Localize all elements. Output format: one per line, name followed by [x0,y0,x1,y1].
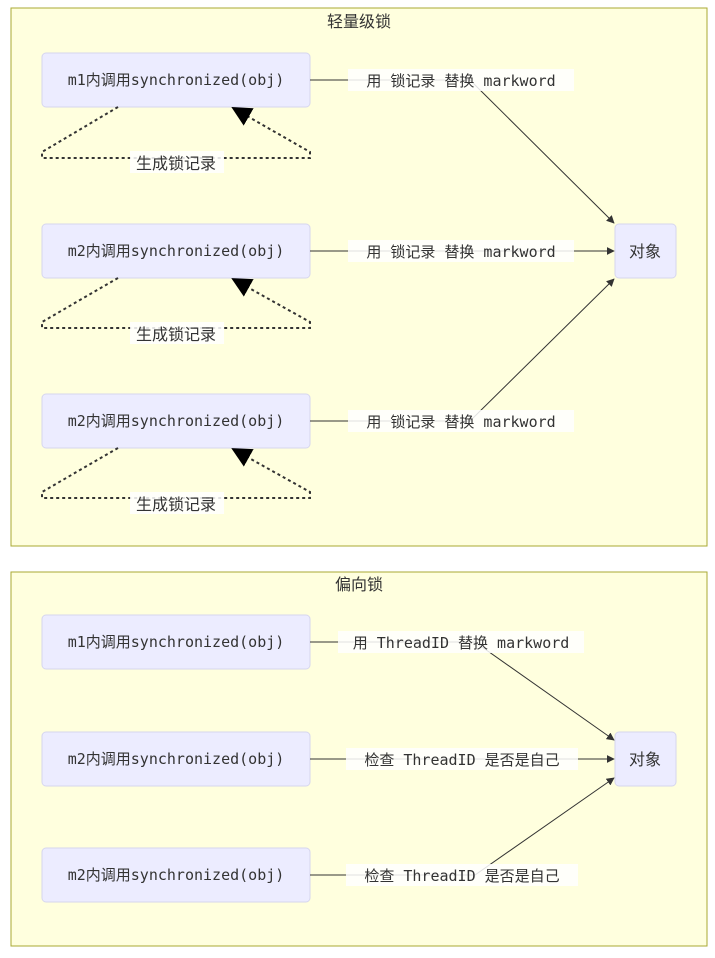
edge-label: 用 锁记录 替换 markword [366,243,555,261]
call-node-label: m2内调用synchronized(obj) [68,750,285,768]
edge-b-1: 用 ThreadID 替换 markword [310,631,615,741]
call-node-lw-3[interactable]: m2内调用synchronized(obj) [41,393,311,449]
call-node-b-3[interactable]: m2内调用synchronized(obj) [41,847,311,903]
call-node-label: m1内调用synchronized(obj) [68,71,285,89]
call-node-label: m2内调用synchronized(obj) [68,866,285,884]
edge-label: 检查 ThreadID 是否是自己 [364,751,559,769]
self-loop-lw-3: 生成锁记录 [41,447,311,514]
object-node-label: 对象 [629,242,661,261]
call-node-label: m1内调用synchronized(obj) [68,633,285,651]
loop-label: 生成锁记录 [136,154,216,173]
call-node-label: m2内调用synchronized(obj) [68,242,285,260]
call-node-b-2[interactable]: m2内调用synchronized(obj) [41,731,311,787]
self-loop-lw-2: 生成锁记录 [41,277,311,344]
edge-lw-3: 用 锁记录 替换 markword [310,278,615,432]
edge-label: 用 ThreadID 替换 markword [353,634,570,652]
self-loop-lw-1: 生成锁记录 [41,106,311,173]
edge-label: 检查 ThreadID 是否是自己 [364,867,559,885]
edge-b-3: 检查 ThreadID 是否是自己 [310,777,615,886]
object-node-lw[interactable]: 对象 [614,223,677,279]
object-node-label: 对象 [629,750,661,769]
edge-label: 用 锁记录 替换 markword [366,413,555,431]
edge-label: 用 锁记录 替换 markword [366,72,555,90]
cluster-biased-lock: 偏向锁 m1内调用synchronized(obj) m2内调用synchron… [10,571,708,947]
cluster-lightweight-title: 轻量级锁 [327,12,391,31]
edge-lw-2: 用 锁记录 替换 markword [310,240,615,262]
loop-label: 生成锁记录 [136,325,216,344]
call-node-label: m2内调用synchronized(obj) [68,412,285,430]
call-node-lw-1[interactable]: m1内调用synchronized(obj) [41,52,311,108]
edge-b-2: 检查 ThreadID 是否是自己 [310,748,615,770]
cluster-biased-title: 偏向锁 [335,575,383,594]
call-node-lw-2[interactable]: m2内调用synchronized(obj) [41,223,311,279]
cluster-lightweight-lock: 轻量级锁 m1内调用synchronized(obj) m2内调用synchro… [10,7,708,547]
loop-label: 生成锁记录 [136,495,216,514]
edge-lw-1: 用 锁记录 替换 markword [310,69,615,224]
object-node-b[interactable]: 对象 [614,731,677,787]
call-node-b-1[interactable]: m1内调用synchronized(obj) [41,614,311,670]
